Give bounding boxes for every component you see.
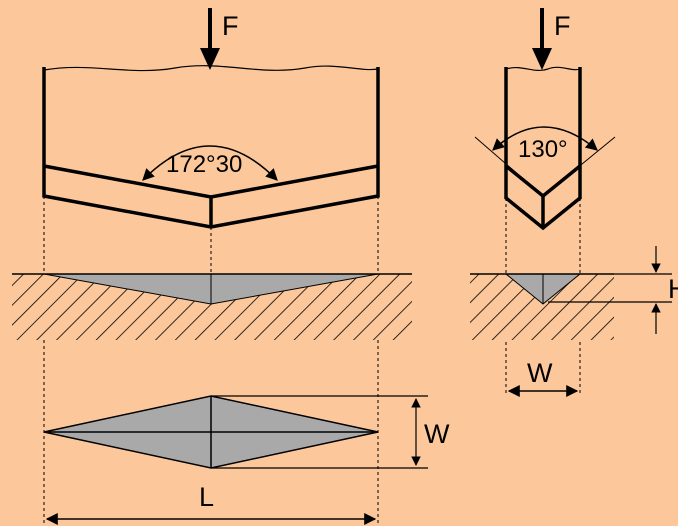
- left-top-view-impression: [43, 395, 379, 469]
- angle-arc-right: [492, 126, 598, 151]
- angle-label-right: 130°: [518, 136, 568, 163]
- angle-lines-right: [474, 136, 616, 197]
- left-indenter-wavy-top: [43, 65, 379, 72]
- force-arrow-left: [200, 8, 220, 70]
- height-label: H: [668, 274, 678, 304]
- angle-label-left: 172°30: [166, 151, 242, 178]
- right-indenter-bevel: [504, 164, 582, 199]
- width-label-right: W: [527, 358, 553, 388]
- force-label-left: F: [222, 11, 239, 41]
- projection-lines-left: [43, 196, 379, 523]
- right-material-block: [470, 273, 614, 340]
- width-dimension-bottom: [211, 395, 428, 469]
- width-label-bottom: W: [424, 419, 450, 449]
- length-label: L: [199, 482, 214, 512]
- right-indenter-wavy-top: [505, 66, 581, 72]
- left-material-block: [12, 273, 412, 340]
- force-label-right: F: [554, 11, 571, 41]
- angle-arc-left: [142, 145, 278, 181]
- force-arrow-right: [532, 8, 552, 70]
- height-dimension: [548, 246, 672, 334]
